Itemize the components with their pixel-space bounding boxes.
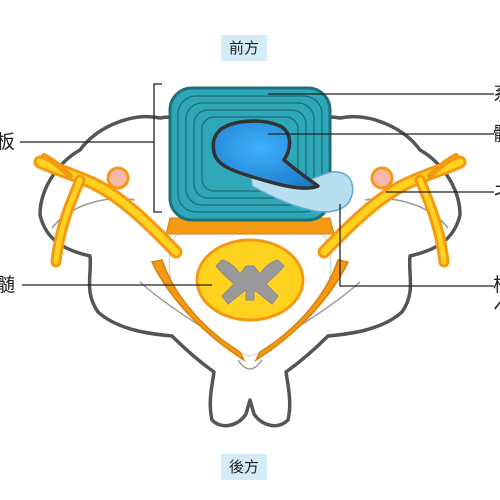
left-nerve-branch-core	[53, 177, 83, 265]
right-nerve-root-core	[320, 158, 464, 256]
label-right-2: 髄	[493, 123, 500, 145]
annulus-rings	[177, 95, 323, 213]
left-ganglion	[106, 166, 130, 190]
left-lamina-ligament	[150, 259, 246, 363]
left-nerve-twig	[41, 153, 73, 179]
right-lamina-ligament	[254, 259, 350, 363]
label-left-plate: 板	[0, 131, 16, 153]
label-right-1: 系	[493, 83, 500, 105]
leader-left-bracket	[153, 83, 162, 213]
back-direction-tag: 後方	[221, 454, 268, 480]
label-right-3: ネ	[493, 181, 500, 203]
right-nerve-twig	[427, 153, 459, 179]
left-nerve-root-core	[36, 158, 180, 256]
right-ganglion	[370, 166, 394, 190]
right-nerve-branch-core	[417, 177, 447, 265]
nucleus-pulposus	[211, 119, 320, 190]
spinous-process-contour	[237, 359, 263, 370]
front-direction-tag: 前方	[221, 35, 268, 61]
cord-grey-matter	[215, 259, 285, 305]
label-right-4a: 核	[493, 274, 500, 296]
label-left-cord: 髄	[0, 274, 16, 296]
leader-right-4	[339, 204, 494, 287]
label-right-4b: へ	[493, 296, 500, 318]
